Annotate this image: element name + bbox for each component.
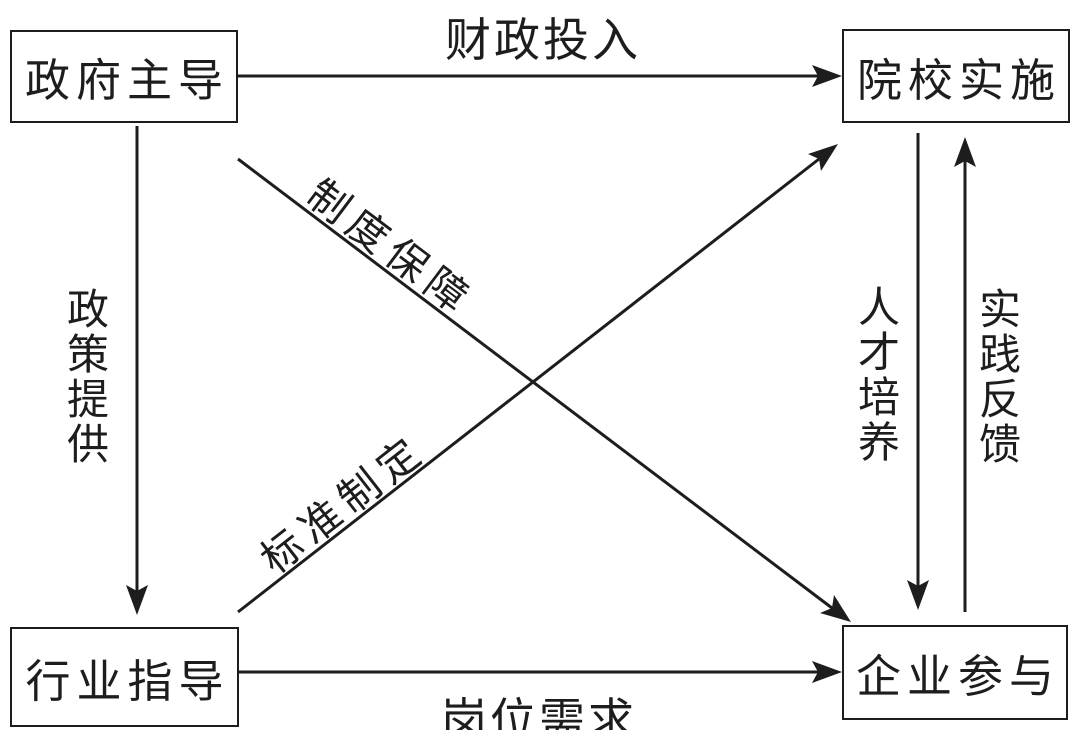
edge-label-feedback: 实践反馈 — [972, 287, 1022, 467]
arrowhead-institution — [820, 595, 851, 622]
arrowhead-talent — [907, 580, 929, 610]
edge-label-talent: 人才培养 — [851, 285, 901, 465]
node-college-label: 院校实施 — [856, 53, 1061, 107]
node-college-box: 院校实施 — [842, 29, 1070, 123]
node-enterprise-label: 企业参与 — [855, 650, 1060, 703]
arrow-feedback — [954, 137, 976, 612]
arrowhead-demand — [812, 661, 842, 683]
arrow-talent — [907, 133, 929, 610]
edge-label-policy: 政策提供 — [60, 287, 110, 467]
node-government-box: 政府主导 — [10, 30, 238, 123]
node-enterprise-box: 企业参与 — [842, 625, 1068, 720]
arrowhead-policy — [126, 585, 148, 615]
node-industry-box: 行业指导 — [10, 627, 239, 727]
edge-label-financial: 财政投入 — [445, 13, 641, 67]
arrowhead-feedback — [954, 137, 976, 167]
arrow-policy — [126, 126, 148, 615]
edge-label-demand: 岗位需求 — [441, 693, 637, 730]
arrow-financial — [238, 65, 842, 87]
arrowhead-financial — [812, 65, 842, 87]
node-government-label: 政府主导 — [24, 54, 229, 107]
arrow-standard — [237, 144, 838, 614]
arrow-demand — [239, 661, 842, 683]
arrow-institution — [237, 157, 851, 622]
node-industry-label: 行业指导 — [25, 654, 230, 708]
arrowhead-standard — [808, 144, 838, 171]
